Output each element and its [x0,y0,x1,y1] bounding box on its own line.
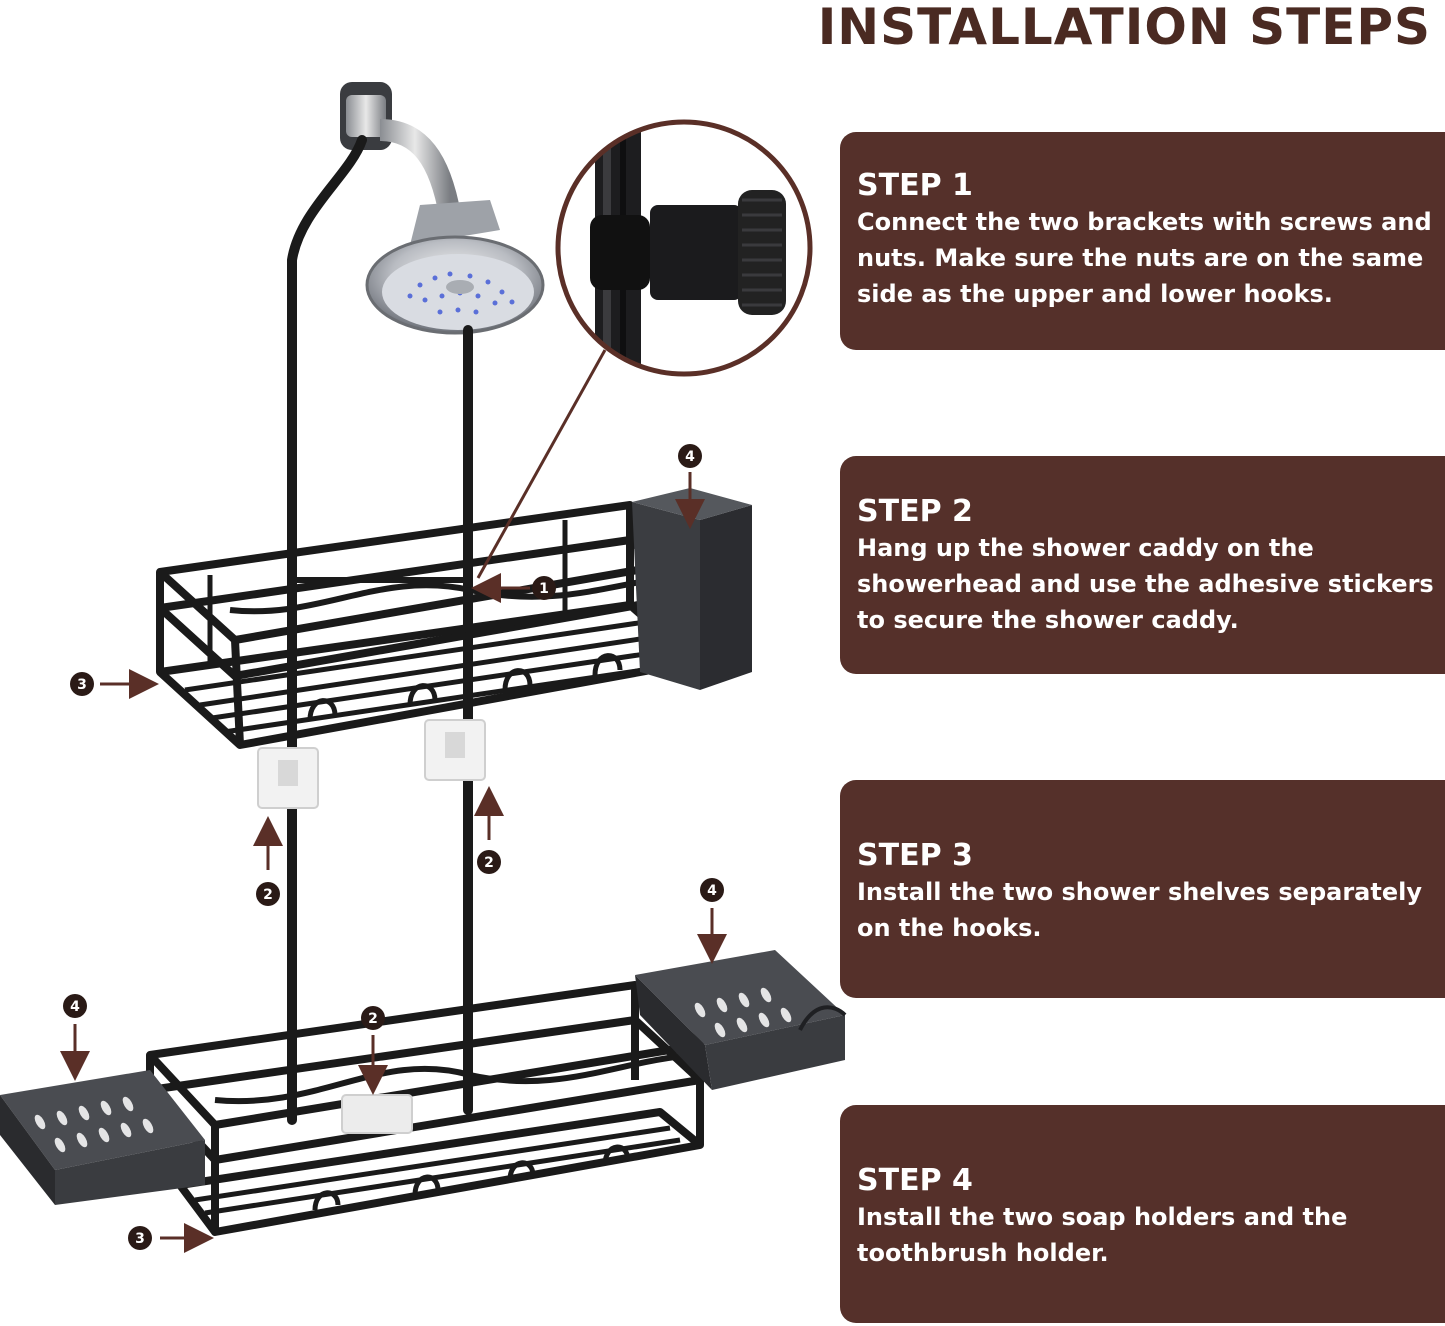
svg-text:2: 2 [263,887,273,903]
svg-text:3: 3 [135,1231,145,1247]
svg-text:3: 3 [77,677,87,693]
callout-3-badge: 3 [128,1226,152,1250]
shower-caddy-diagram: 1 3 4 2 2 4 4 2 [0,82,847,1253]
step-description: Install the two soap holders and the too… [857,1203,1348,1267]
callout-badges: 1 3 4 2 2 4 4 2 [63,444,724,1250]
callout-2-badge: 2 [256,882,280,906]
shower-pipe [340,82,461,218]
step-card-2: STEP 2 Hang up the shower caddy on the s… [840,456,1445,674]
svg-text:4: 4 [685,449,695,465]
step-card-3: STEP 3 Install the two shower shelves se… [840,780,1445,998]
callout-4-badge: 4 [700,878,724,902]
step-title: STEP 4 [857,1163,973,1198]
toothbrush-holder [632,488,752,690]
lower-shelf [146,981,704,1236]
step-description: Connect the two brackets with screws and… [857,208,1432,308]
step-description: Hang up the shower caddy on the showerhe… [857,534,1434,634]
adhesive-hooks-upper [257,719,486,809]
soap-holder-left [0,1070,205,1205]
upper-shelf [156,501,699,749]
zoom-detail [476,119,813,579]
svg-text:4: 4 [707,883,717,899]
step-title: STEP 1 [857,168,973,203]
callout-1-badge: 1 [532,576,556,600]
step-card-4: STEP 4 Install the two soap holders and … [840,1105,1445,1323]
callout-2-badge: 2 [477,850,501,874]
step-title: STEP 3 [857,838,973,873]
callout-4-badge: 4 [678,444,702,468]
svg-text:1: 1 [539,581,549,597]
svg-text:4: 4 [70,999,80,1015]
step-card-1: STEP 1 Connect the two brackets with scr… [840,132,1445,350]
step-description: Install the two shower shelves separatel… [857,878,1422,942]
showerhead [365,200,545,335]
adhesive-hook-lower [341,1094,413,1134]
svg-text:2: 2 [368,1011,378,1027]
page-title: INSTALLATION STEPS [817,0,1431,56]
callout-arrows [60,472,727,1253]
callout-3-badge: 3 [70,672,94,696]
callout-4-badge: 4 [63,994,87,1018]
svg-text:2: 2 [484,855,494,871]
callout-2-badge: 2 [361,1006,385,1030]
step-title: STEP 2 [857,494,973,529]
soap-holder-right [635,950,847,1090]
